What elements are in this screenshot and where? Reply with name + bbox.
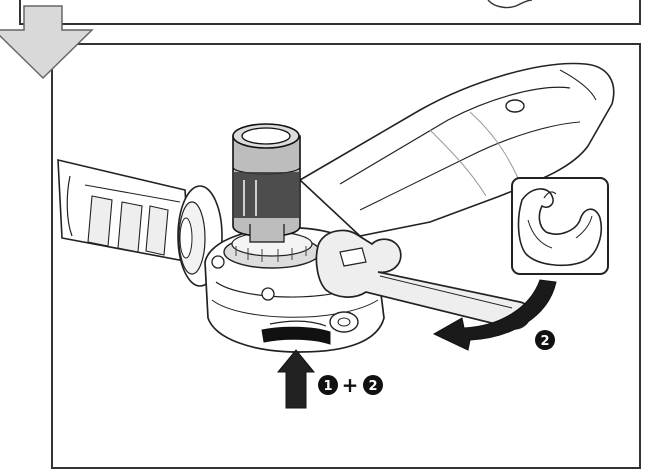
down-arrow-icon [0, 5, 94, 80]
curved-arrow-icon [432, 279, 557, 351]
previous-step-panel [19, 0, 641, 25]
step-2-badge [363, 375, 383, 395]
head-screw [211, 255, 225, 269]
step-1-number: 1 [323, 379, 332, 394]
head-screw [261, 287, 275, 301]
step-1-badge [318, 375, 338, 395]
previous-panel-fragment [487, 0, 533, 9]
step-2-right-number: 2 [540, 334, 549, 349]
flexed-arm-icon [511, 177, 609, 275]
spindle-lock-button [261, 320, 331, 345]
up-arrow-icon [276, 349, 316, 409]
plus-sign: + [342, 373, 359, 397]
step-label: 1 + 2 [318, 373, 383, 397]
housing-vent-hole [505, 99, 525, 113]
side-handle [57, 158, 191, 263]
step-2-number: 2 [368, 379, 377, 394]
core-bit [232, 123, 301, 243]
step-2-right-badge [535, 330, 555, 350]
